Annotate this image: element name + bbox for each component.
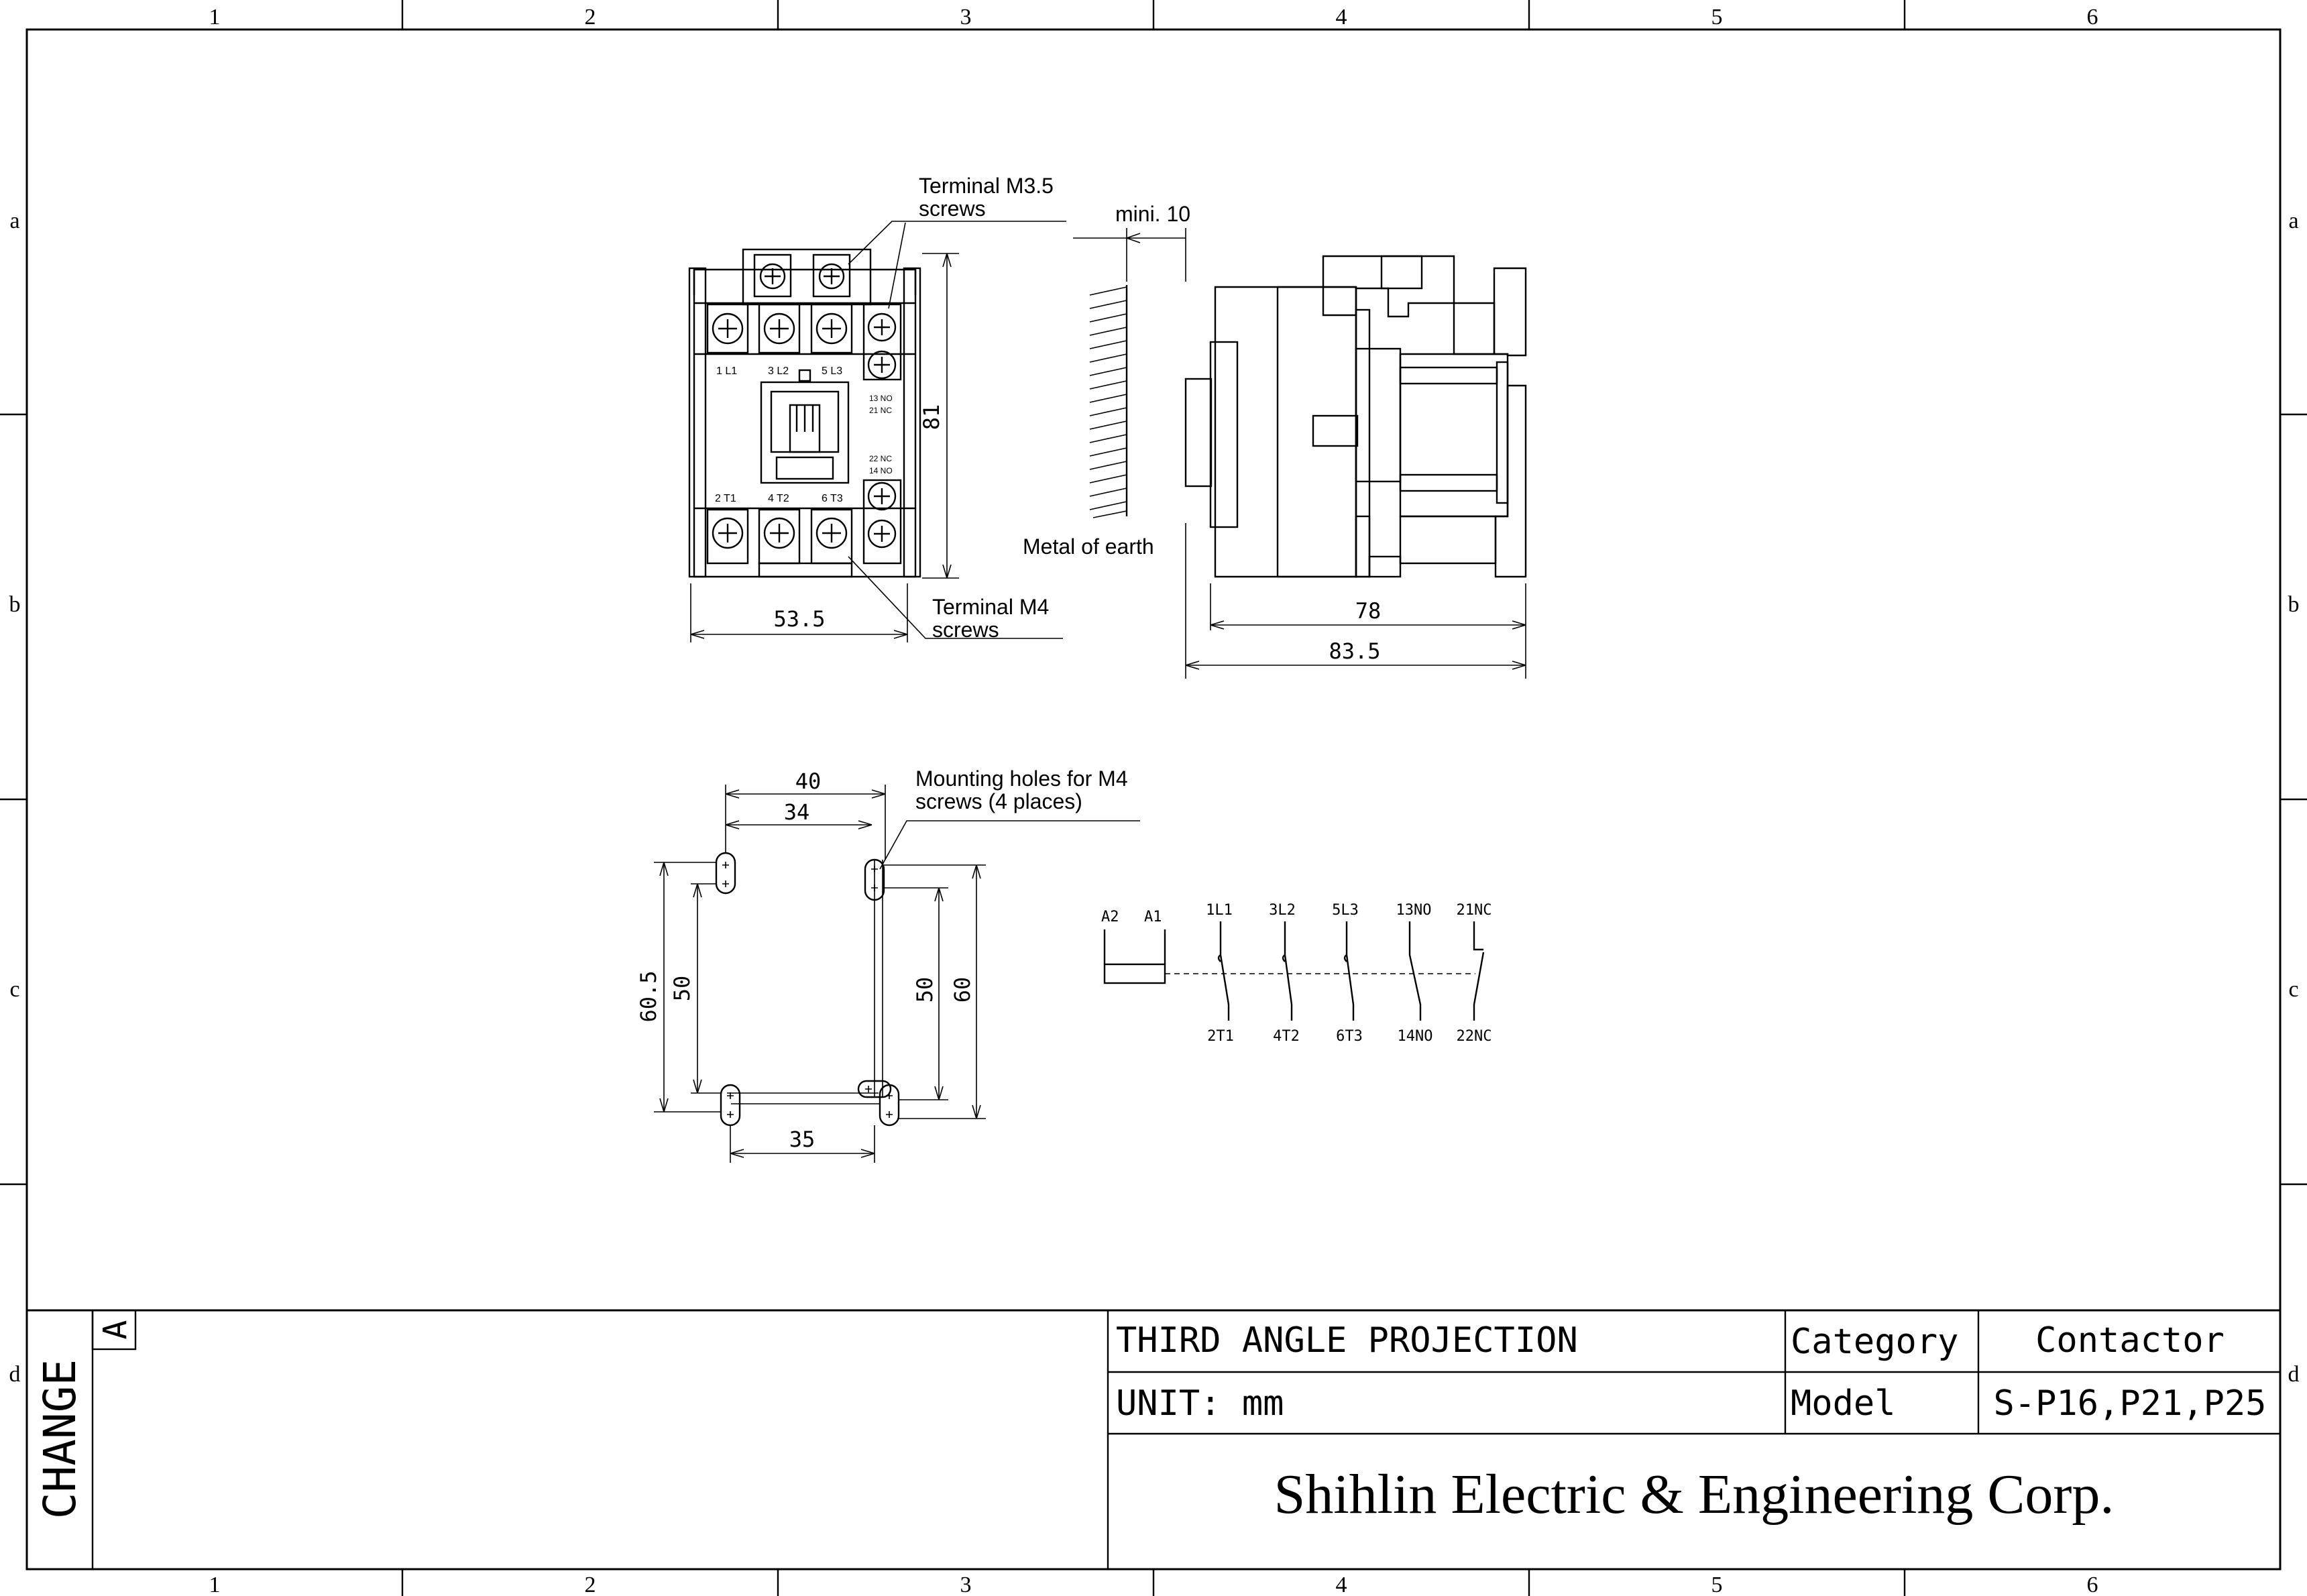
col-label-bottom-1: 1 [209,1573,221,1596]
col-label-bottom-5: 5 [1711,1573,1723,1596]
unit-label: UNIT: mm [1116,1383,1284,1424]
schematic-22nc: 22NC [1457,1028,1492,1045]
front-label-4t2: 4 T2 [768,493,789,504]
row-label-right-c: c [2288,977,2298,1002]
dim-83-5: 83.5 [1329,638,1380,664]
schematic-14no: 14NO [1398,1028,1433,1045]
front-label-22nc: 22 NC [869,454,892,463]
schematic-a1: A1 [1144,909,1162,925]
dim-mini-10: mini. 10 [1115,202,1190,226]
schematic-13no: 13NO [1396,902,1432,919]
front-label-13no: 13 NO [869,394,893,403]
revision-label: A [97,1320,134,1339]
front-label-6t3: 6 T3 [822,493,843,504]
company-name: Shihlin Electric & Engineering Corp. [1274,1463,2115,1526]
callout-mounting-holes-screws: screws (4 places) [915,789,1082,813]
wiring-schematic: A2 A1 1L1 3L2 5L3 13NO 21NC 2T1 4T2 6T3 … [1101,902,1492,1045]
front-dim-width: 53.5 [690,583,908,642]
front-dim-53-5: 53.5 [773,606,825,632]
front-dim-height: 81 [919,253,959,579]
model-value: S-P16,P21,P25 [1994,1383,2267,1424]
earth-wall-hatch [1089,285,1128,518]
schematic-4t2: 4T2 [1273,1028,1300,1045]
callout-terminal-m3-5: Terminal M3.5 [919,174,1054,198]
schematic-21nc: 21NC [1457,902,1492,919]
label-metal-of-earth: Metal of earth [1023,534,1154,559]
callout-terminal-m3-5-screws: screws [919,196,986,221]
dim-40: 40 [795,768,822,794]
dim-50-right: 50 [912,977,938,1003]
callout-terminal-m4: Terminal M4 [932,595,1049,619]
side-view: mini. 10 Metal of earth 78 83.5 [1023,202,1527,679]
projection-label: THIRD ANGLE PROJECTION [1116,1320,1578,1361]
schematic-6t3: 6T3 [1336,1028,1363,1045]
dim-60: 60 [950,977,975,1003]
category-value: Contactor [2035,1320,2225,1361]
change-label: CHANGE [34,1359,86,1519]
front-label-2t1: 2 T1 [715,493,736,504]
row-label-left-d: d [9,1362,21,1387]
schematic-5l3: 5L3 [1332,902,1359,919]
dim-34: 34 [784,799,810,825]
row-label-right-d: d [2288,1362,2300,1387]
title-block: CHANGE A THIRD ANGLE PROJECTION UNIT: mm… [27,1309,2280,1569]
row-label-left-c: c [9,977,19,1002]
front-label-14no: 14 NO [869,466,893,475]
col-label-top-4: 4 [1336,5,1347,30]
callout-terminal-m4-screws: screws [932,618,999,642]
model-label: Model [1791,1383,1896,1424]
front-label-5l3: 5 L3 [822,365,842,377]
schematic-1l1: 1L1 [1206,902,1233,919]
row-label-left-a: a [9,209,19,233]
dim-50-left: 50 [669,976,695,1002]
dim-78: 78 [1355,598,1382,624]
col-label-bottom-4: 4 [1336,1573,1347,1596]
schematic-a2: A2 [1101,909,1119,925]
col-label-top-3: 3 [960,5,972,30]
front-view: 1 L1 3 L2 5 L3 13 NO 21 NC 22 NC 14 NO 2… [688,174,1066,642]
mounting-hole-layout: 40 34 Mounting holes for M4 screws (4 pl… [636,766,1140,1163]
schematic-2t1: 2T1 [1207,1028,1234,1045]
row-label-left-b: b [9,592,21,617]
dim-60-5: 60.5 [636,970,661,1022]
row-label-right-a: a [2288,209,2298,233]
col-label-top-6: 6 [2087,5,2098,30]
col-label-top-2: 2 [585,5,596,30]
callout-mounting-holes: Mounting holes for M4 [915,766,1128,791]
dim-35: 35 [789,1127,815,1152]
front-dim-81: 81 [919,404,944,431]
front-label-1l1: 1 L1 [716,365,737,377]
schematic-3l2: 3L2 [1269,902,1296,919]
row-label-right-b: b [2288,592,2300,617]
category-label: Category [1791,1322,1958,1362]
front-label-3l2: 3 L2 [768,365,789,377]
col-label-top-1: 1 [209,5,221,30]
col-label-bottom-3: 3 [960,1573,972,1596]
col-label-bottom-2: 2 [585,1573,596,1596]
col-label-top-5: 5 [1711,5,1723,30]
col-label-bottom-6: 6 [2087,1573,2098,1596]
front-label-21nc: 21 NC [869,406,892,415]
